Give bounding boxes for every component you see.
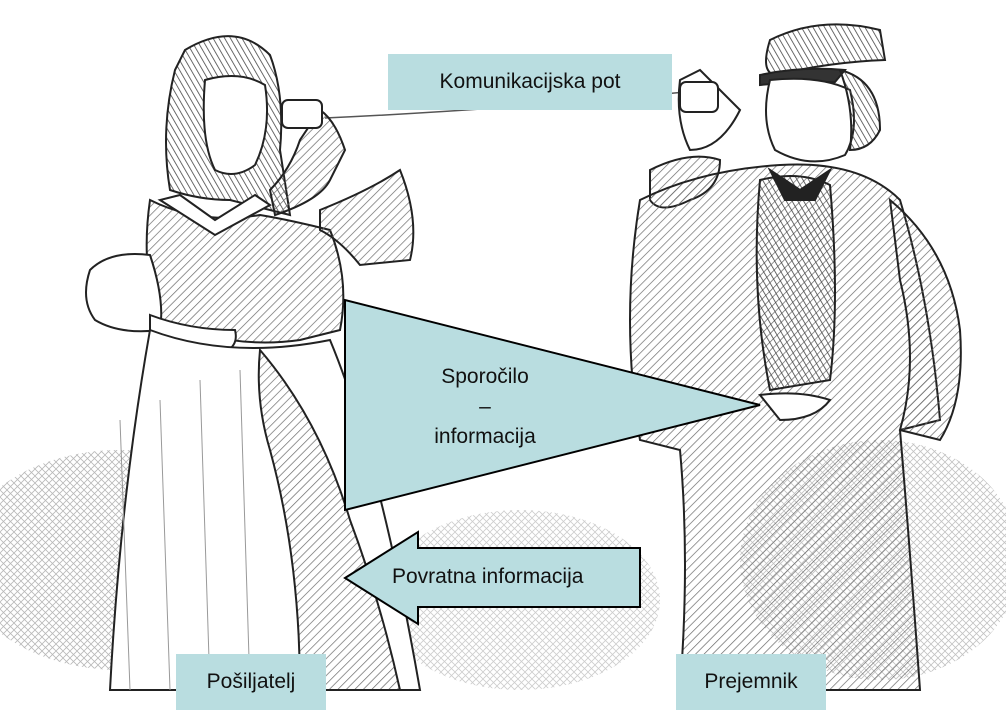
sender-label: Pošiljatelj	[207, 670, 296, 694]
message-line-2: –	[400, 392, 570, 422]
channel-label-box: Komunikacijska pot	[388, 54, 672, 110]
message-line-3: informacija	[400, 422, 570, 452]
receiver-label-box: Prejemnik	[676, 654, 826, 710]
feedback-label: Povratna informacija	[392, 565, 583, 589]
man-figure	[630, 24, 961, 690]
message-label: Sporočilo – informacija	[400, 362, 570, 452]
sender-label-box: Pošiljatelj	[176, 654, 326, 710]
message-line-1: Sporočilo	[400, 362, 570, 392]
receiver-label: Prejemnik	[704, 670, 797, 694]
channel-label: Komunikacijska pot	[440, 70, 621, 94]
